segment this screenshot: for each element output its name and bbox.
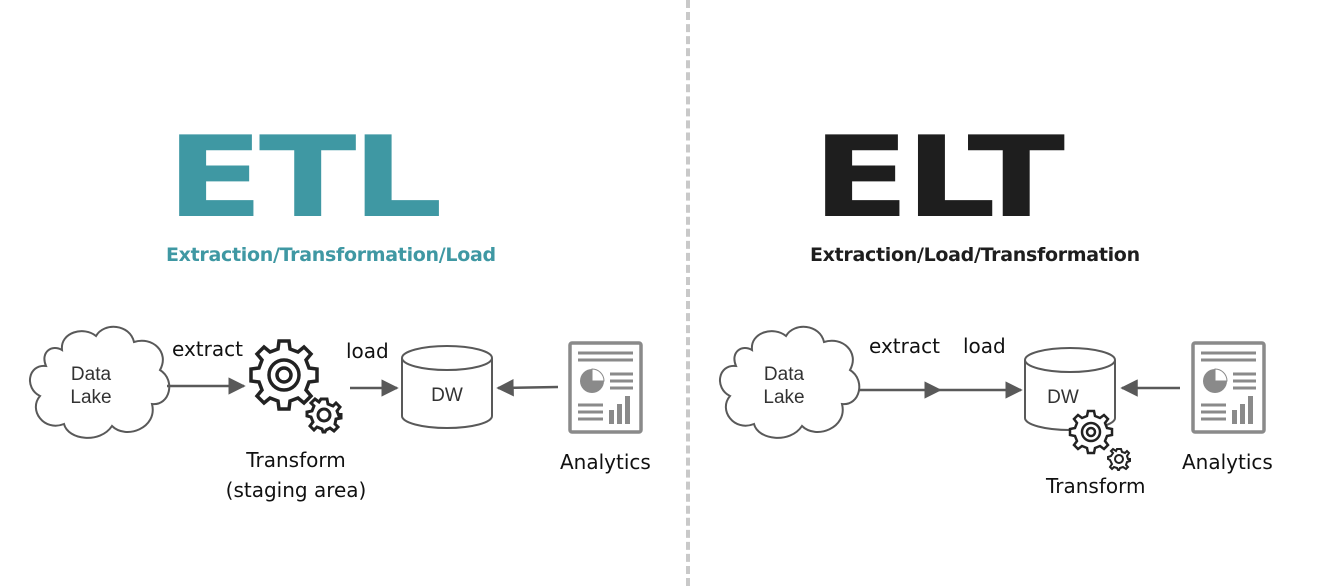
query-arrow: [496, 378, 559, 397]
elt-title: ELT: [812, 113, 1065, 243]
report-document-icon: [568, 341, 643, 434]
etl-title: ETL: [166, 113, 443, 243]
elt-dw-label: DW: [1047, 387, 1079, 408]
etl-source-label: Data Lake: [60, 363, 122, 409]
etl-panel: ETL Extraction/Transformation/Load: [29, 113, 651, 505]
source-line-2: Lake: [70, 387, 112, 408]
gears-icon: [249, 339, 343, 434]
source-line-1: Data: [70, 364, 112, 385]
gears-icon: [1068, 409, 1131, 471]
elt-panel: ELT Extraction/Load/Transformation: [690, 0, 1320, 586]
etl-flow-diagram: [29, 326, 643, 439]
elt-flow-diagram: [719, 326, 1266, 471]
elt-source-label: Data Lake: [753, 363, 815, 409]
transform-line-1: Transform: [246, 448, 346, 472]
etl-load-label: load: [346, 339, 389, 363]
elt-load-label: load: [963, 334, 1006, 358]
panel-divider: [686, 0, 690, 586]
etl-extract-label: extract: [172, 337, 243, 361]
report-document-icon: [1191, 341, 1266, 434]
cloud-icon: [29, 326, 171, 439]
elt-subtitle: Extraction/Load/Transformation: [810, 244, 1140, 266]
database-cylinder-icon: [401, 345, 493, 429]
etl-dw-label: DW: [431, 385, 463, 406]
source-line-1: Data: [763, 364, 805, 385]
elt-extract-label: extract: [869, 334, 940, 358]
elt-transform-label: Transform: [1046, 474, 1146, 498]
transform-line-2: (staging area): [225, 478, 367, 502]
cloud-icon: [719, 326, 861, 439]
etl-subtitle: Extraction/Transformation/Load: [166, 244, 496, 266]
source-line-2: Lake: [763, 387, 805, 408]
etl-analytics-label: Analytics: [560, 450, 651, 474]
etl-transform-label: Transform (staging area): [224, 445, 368, 505]
elt-analytics-label: Analytics: [1182, 450, 1273, 474]
